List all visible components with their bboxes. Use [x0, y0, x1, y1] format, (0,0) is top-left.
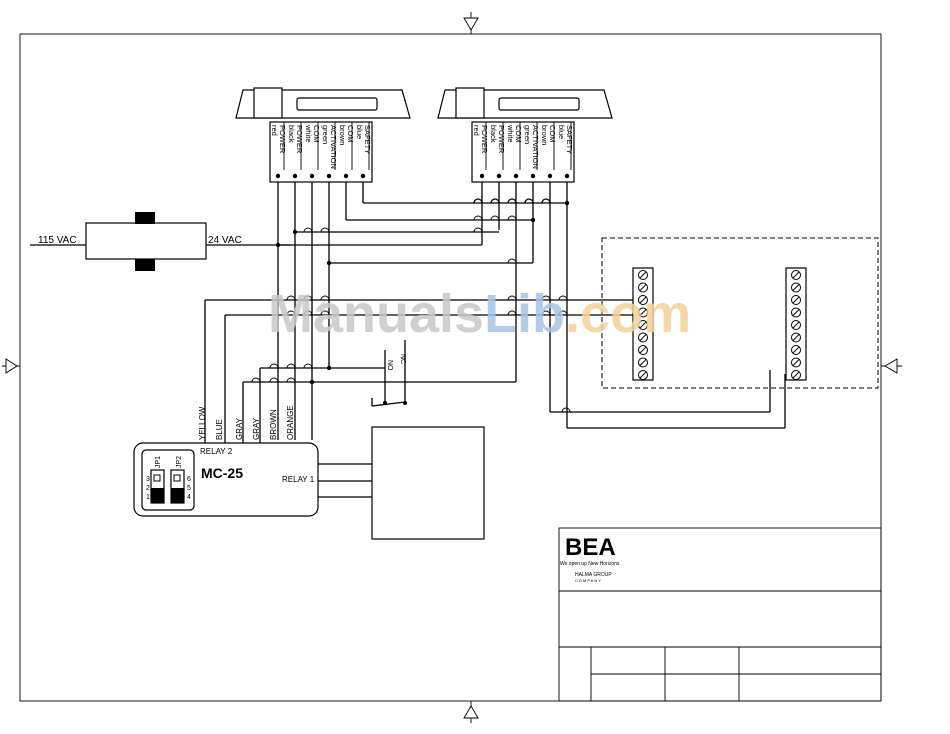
mc25-title: MC-25	[201, 465, 243, 481]
company-line-1: HALMA GROUP	[575, 572, 612, 578]
control-enclosure	[601, 237, 879, 389]
switch-nc-label: NC	[399, 354, 406, 364]
sensor-1-terminal-5-function-label: COM	[346, 125, 355, 143]
watermark-part-3: .com	[565, 284, 691, 344]
jp2-label: JP2	[176, 456, 183, 468]
sensor-2-terminal-3-color-label: white	[506, 124, 515, 143]
sensor-2-terminal-6-color-label: blue	[557, 125, 566, 139]
jp1-pin-3: 3	[146, 476, 150, 483]
jp1-label: JP1	[155, 456, 162, 468]
sensor-1-terminal-4-function-label: ACTIVATION	[329, 125, 338, 169]
title-block: BEA We open up New Horizons HALMA GROUP …	[558, 527, 882, 702]
sensor-2-terminal-6-function-label: SAFETY	[565, 125, 574, 154]
sensor-2-terminal-block	[471, 121, 575, 183]
sensor-1-terminal-1-color-label: red	[270, 125, 279, 136]
wiring	[204, 173, 786, 498]
jp1-pin-2: 2	[146, 485, 150, 492]
center-mark-top	[463, 12, 479, 34]
company-line-2: COMPANY	[575, 578, 602, 583]
jp2-pin-5: 5	[187, 485, 191, 492]
sensor-1	[235, 87, 411, 183]
mc25-module: MC-25 RELAY 1 RELAY 2 JP1 JP2 3 2 1 6 5 …	[133, 442, 319, 517]
jp2-pin-6: 6	[187, 476, 191, 483]
sensor-1-terminal-block	[269, 121, 373, 183]
sensor-1-terminal-1-function-label: POWER	[278, 125, 287, 154]
wire-label-gray-2: GRAY	[252, 417, 261, 440]
secondary-voltage-label: 24 VAC	[208, 235, 242, 246]
sensor-1-terminal-5-color-label: brown	[338, 125, 347, 145]
sensor-2-terminal-5-color-label: brown	[540, 125, 549, 145]
switch-no-label: NO	[386, 360, 393, 371]
sensor-1-terminal-2-function-label: POWER	[295, 125, 304, 154]
sensor-2	[437, 87, 613, 183]
sensor-1-terminal-2-color-label: black	[287, 125, 296, 143]
center-mark-right	[881, 358, 902, 374]
sensor-2-terminal-2-color-label: black	[489, 125, 498, 143]
bea-tagline: We open up New Horizons	[560, 561, 620, 567]
sensor-2-terminal-3-function-label: COM	[514, 125, 523, 143]
wire-label-brown: BROWN	[269, 409, 278, 440]
center-mark-left	[2, 358, 20, 374]
jp1-pin-1: 1	[146, 494, 150, 501]
sensor-1-terminal-3-function-label: COM	[312, 125, 321, 143]
sensor-2-terminal-4-function-label: ACTIVATION	[531, 125, 540, 169]
sensor-2-terminal-1-function-label: POWER	[480, 125, 489, 154]
watermark-part-2: Lib	[484, 284, 565, 344]
relay-2-label: RELAY 2	[200, 447, 233, 456]
sensor-1-terminal-6-function-label: SAFETY	[363, 125, 372, 154]
watermark-part-1: Manuals	[268, 284, 484, 344]
sensor-2-terminal-4-color-label: green	[523, 125, 532, 144]
wire-label-gray-1: GRAY	[235, 417, 244, 440]
wire-label-blue: BLUE	[215, 419, 224, 440]
sensor-1-terminal-3-color-label: white	[304, 124, 313, 143]
center-mark-bottom	[463, 701, 479, 723]
transformer: 115 VAC 24 VAC	[30, 212, 290, 271]
terminal-strip-right	[785, 267, 807, 381]
watermark: ManualsLib.com	[268, 284, 691, 344]
sensor-1-terminal-6-color-label: blue	[355, 125, 364, 139]
relay-1-device	[371, 426, 485, 540]
bea-logo: BEA	[565, 534, 616, 561]
relay-1-label: RELAY 1	[282, 475, 315, 484]
jp2-pin-4: 4	[187, 494, 191, 501]
sensor-2-terminal-1-color-label: red	[472, 125, 481, 136]
sheet-border	[19, 33, 882, 702]
wire-label-orange: ORANGE	[286, 405, 295, 440]
sensor-2-terminal-5-function-label: COM	[548, 125, 557, 143]
sensor-1-terminal-4-color-label: green	[321, 125, 330, 144]
sensor-2-terminal-2-function-label: POWER	[497, 125, 506, 154]
terminal-strip-left	[632, 267, 654, 381]
primary-voltage-label: 115 VAC	[38, 235, 77, 246]
wire-label-yellow: YELLOW	[198, 406, 207, 440]
